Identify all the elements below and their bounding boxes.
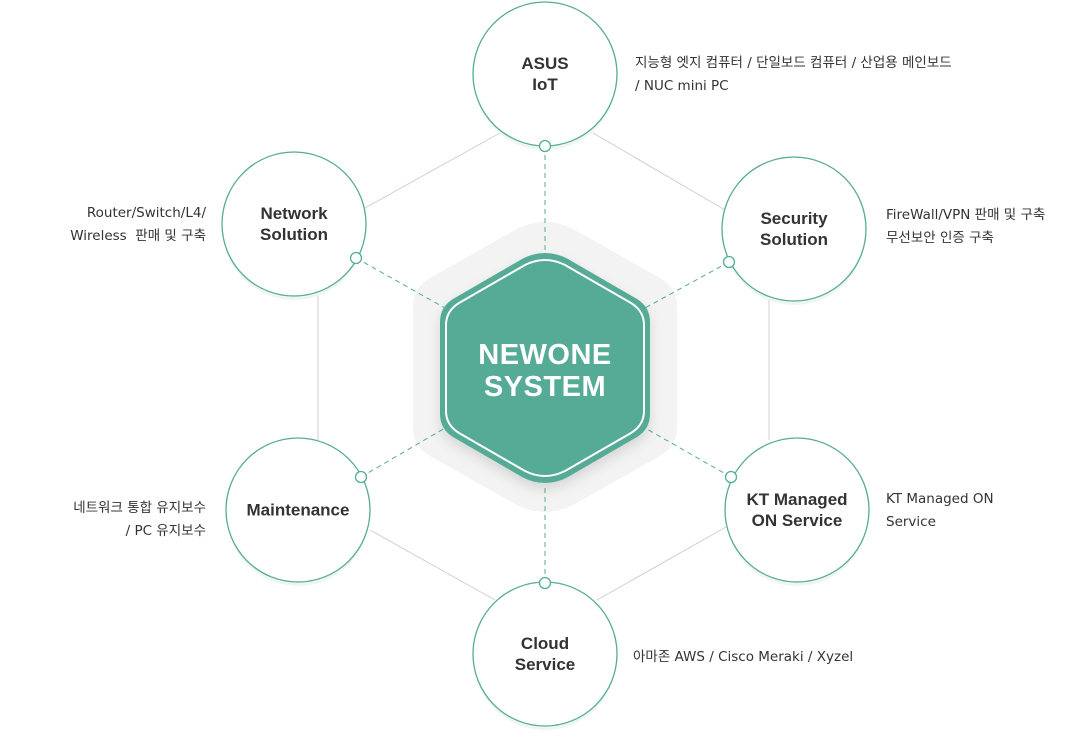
description-line: FireWall/VPN 판매 및 구축 [886, 207, 1046, 223]
node-title-line2: Service [514, 655, 576, 674]
node-title-line2: Solution [760, 230, 828, 249]
description-line: Wireless 판매 및 구축 [70, 228, 206, 244]
node-title-line1: Security [760, 209, 828, 228]
node-title-line1: Network [260, 204, 328, 223]
node-title-line2: IoT [532, 75, 558, 94]
connector-dot [538, 139, 552, 153]
description-line: 아마존 AWS / Cisco Meraki / Xyzel [633, 649, 854, 665]
ring-connectors [317, 132, 770, 601]
center-title-line2: SYSTEM [483, 371, 607, 403]
node-title-line2: ON Service [751, 511, 843, 530]
description-line: Service [886, 514, 936, 530]
connector-dot [354, 470, 368, 484]
node-description-asus-iot: 지능형 엣지 컴퓨터 / 단일보드 컴퓨터 / 산업용 메인보드 / NUC mi… [635, 52, 952, 98]
connector-dot [349, 251, 363, 265]
node-title-maintenance: Maintenance [226, 500, 370, 521]
node-circle-kt-managed [724, 437, 870, 583]
description-line: KT Managed ON [886, 491, 994, 507]
node-title-line2: Solution [260, 225, 328, 244]
node-description-kt-managed: KT Managed ON Service [886, 488, 994, 534]
node-title-line1: ASUS [521, 54, 569, 73]
node-title-line1: Maintenance [246, 500, 350, 520]
node-circle-network [221, 151, 367, 297]
description-line: / PC 유지보수 [125, 523, 206, 539]
spokes [355, 146, 732, 583]
node-title-line1: Cloud [520, 634, 570, 653]
description-line: Router/Switch/L4/ [86, 205, 206, 221]
description-line: 지능형 엣지 컴퓨터 / 단일보드 컴퓨터 / 산업용 메인보드 [635, 55, 952, 71]
node-circle-security [721, 156, 867, 302]
connector-dot [722, 255, 736, 269]
description-line: 무선보안 인증 구축 [886, 230, 994, 246]
node-description-network: Router/Switch/L4/Wireless 판매 및 구축 [70, 202, 206, 248]
node-title-line1: KT Managed [746, 490, 848, 509]
node-description-maintenance: 네트워크 통합 유지보수 / PC 유지보수 [73, 497, 206, 543]
connector-dot [724, 470, 738, 484]
node-title-asus-iot: ASUS IoT [473, 53, 617, 95]
center-title: NEWONE SYSTEM [478, 339, 612, 403]
connector-dot [538, 576, 552, 590]
description-line: / NUC mini PC [635, 78, 729, 94]
node-circle-maintenance [225, 437, 371, 583]
node-description-cloud: 아마존 AWS / Cisco Meraki / Xyzel [633, 646, 853, 669]
center-title-line1: NEWONE [478, 339, 612, 371]
node-title-kt-managed: KT Managed ON Service [725, 489, 869, 531]
description-line: 네트워크 통합 유지보수 [73, 500, 206, 516]
center-hexagon [440, 253, 650, 483]
